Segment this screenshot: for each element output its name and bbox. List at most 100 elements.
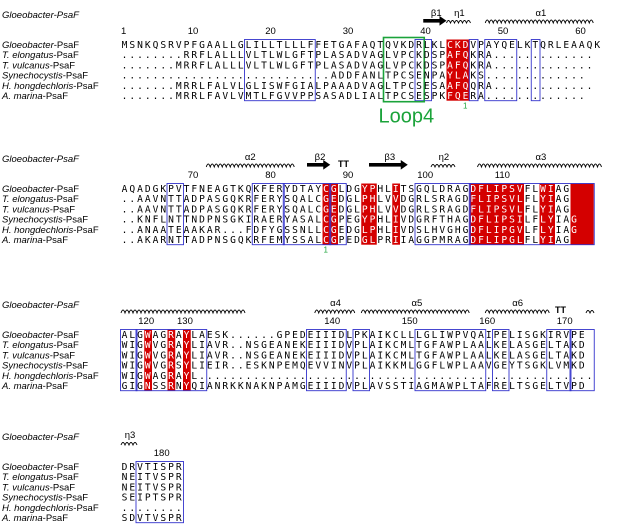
residue-number: 100 [417, 170, 433, 181]
residue-number: 20 [265, 26, 276, 37]
species-label: A. marina-PsaF [1, 381, 68, 392]
structure-label: η1 [454, 8, 465, 19]
residue-number: 40 [420, 26, 431, 37]
similarity-box [166, 183, 184, 246]
identity-column [167, 329, 176, 391]
structure-label: β2 [315, 152, 326, 163]
loop4-label: Loop4 [379, 106, 435, 128]
identity-column [392, 183, 400, 245]
similarity-box [352, 329, 370, 392]
species-label: T. elongatus-PsaF [2, 194, 79, 205]
species-label: Gloeobacter-PsaF [2, 40, 79, 51]
residue-number: 50 [498, 26, 509, 37]
species-label: Synechocystis-PsaF [2, 493, 88, 504]
residue-number: 80 [265, 170, 276, 181]
reference-label: Gloeobacter-PsaF [2, 154, 80, 165]
residue-number: 180 [154, 448, 170, 459]
secondary-structure-tt: TT [555, 305, 566, 315]
species-label: H. hongdechloris-PsaF [2, 503, 99, 514]
structure-label: α2 [245, 152, 256, 163]
sequence-row: H. hongdechloris-PsaF........ [2, 503, 182, 514]
similarity-box [244, 39, 316, 102]
residue-number: 170 [557, 316, 573, 327]
residue-number: 1 [121, 26, 126, 37]
species-label: A. marina-PsaF [1, 91, 68, 102]
similarity-box [329, 183, 347, 246]
similarity-box [306, 329, 347, 392]
residue-number: 110 [495, 170, 510, 181]
similarity-box [492, 329, 510, 392]
reference-label: Gloeobacter-PsaF [2, 432, 80, 443]
secondary-structure-arrow: β1 [423, 8, 447, 26]
species-label: T. vulcanus-PsaF [2, 204, 75, 215]
secondary-structure-helix: α5 [360, 298, 470, 315]
identity-column [144, 329, 152, 391]
secondary-structure-turn: η1 [446, 8, 471, 25]
residue-number: 120 [138, 316, 154, 327]
similarity-box [414, 39, 432, 102]
residue-number: 10 [188, 26, 199, 37]
turn-label: TT [555, 305, 566, 315]
secondary-structure-helix [120, 309, 246, 315]
species-label: Gloeobacter-PsaF [2, 462, 79, 473]
residue-number: 70 [188, 170, 199, 181]
structure-label: α3 [536, 152, 547, 163]
reference-label: Gloeobacter-PsaF [2, 10, 80, 21]
structure-label: α4 [330, 298, 341, 309]
secondary-structure-helix: α1 [484, 8, 594, 25]
similarity-box [135, 329, 208, 392]
similarity-box [530, 39, 541, 102]
secondary-structure-helix: α4 [314, 298, 356, 315]
residue-number: 160 [479, 316, 495, 327]
sequence-text: ........ [122, 503, 182, 514]
turn-label: TT [338, 159, 349, 169]
identity-column [477, 183, 524, 245]
similarity-box [414, 183, 471, 246]
secondary-structure-turn [585, 310, 595, 315]
identity-column [361, 183, 377, 245]
secondary-structure-helix: α3 [477, 152, 602, 169]
species-label: Gloeobacter-PsaF [2, 184, 79, 195]
similarity-box [251, 183, 285, 246]
structure-label: η3 [125, 430, 136, 441]
structure-label: α5 [412, 298, 423, 309]
identity-column [446, 39, 462, 101]
species-label: A. marina-PsaF [1, 513, 68, 524]
species-label: Synechocystis-PsaF [2, 71, 88, 82]
